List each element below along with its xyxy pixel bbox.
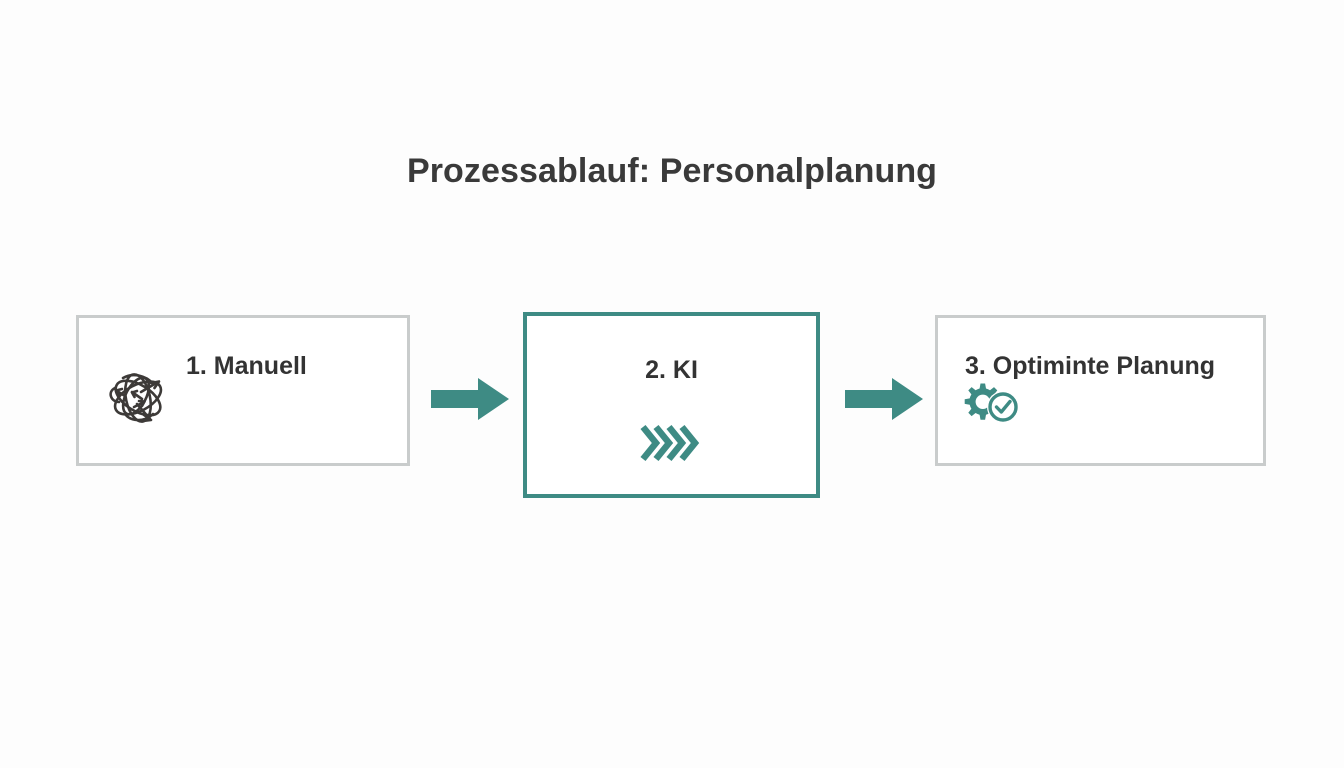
chevrons-right-icon bbox=[639, 421, 701, 465]
process-step-manuell[interactable]: 1. Manuell bbox=[76, 315, 410, 466]
gear-check-icon bbox=[958, 380, 1030, 430]
page-title: Prozessablauf: Personalplanung bbox=[406, 152, 938, 190]
process-step-optimierte-planung[interactable]: 3. Optiminte Planung bbox=[935, 315, 1266, 466]
process-step-label: 1. Manuell bbox=[186, 352, 307, 380]
tangled-knot-icon bbox=[101, 362, 177, 434]
process-step-label: 3. Optiminte Planung bbox=[965, 352, 1216, 380]
arrow-right-icon bbox=[845, 378, 923, 420]
process-flow-diagram: 1. Manuell 2. KI bbox=[0, 300, 1344, 515]
process-step-label: 2. KI bbox=[645, 356, 698, 384]
process-step-ki[interactable]: 2. KI bbox=[523, 312, 820, 498]
arrow-right-icon bbox=[431, 378, 509, 420]
